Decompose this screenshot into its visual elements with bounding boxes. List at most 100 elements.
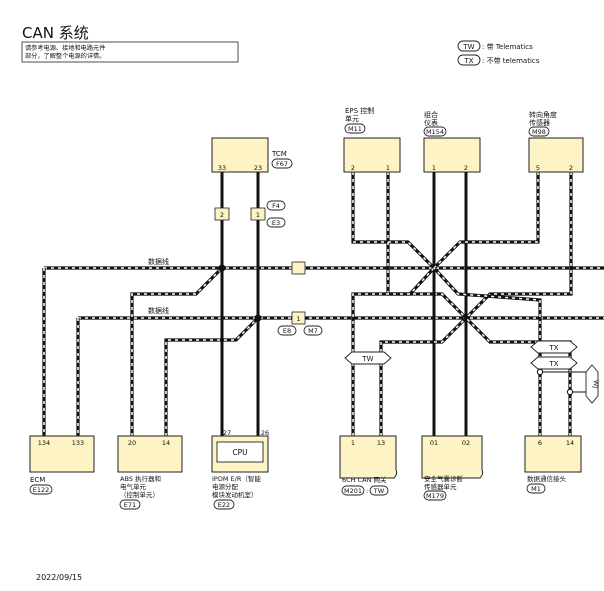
tcm-name: TCM bbox=[271, 150, 287, 158]
dlc-wire-6-stripe bbox=[433, 267, 541, 436]
steer-wire-2-stripe bbox=[465, 172, 572, 319]
ipdm-connector: E22 bbox=[218, 501, 230, 509]
airbag-name-1: 安全气囊诊断 bbox=[424, 474, 464, 483]
joint-connector-f4-right bbox=[250, 207, 266, 221]
legend-tx-text: : 不带 telematics bbox=[482, 57, 540, 65]
ecm-pin-133: 133 bbox=[72, 439, 84, 447]
module-abs: 20 14 ABS 执行器和 电气单元 （控制单元） E71 bbox=[117, 435, 183, 510]
bus-label-lower: 数据线 bbox=[148, 306, 169, 315]
eps-wire-1 bbox=[386, 172, 468, 320]
ecm-connector: E122 bbox=[33, 486, 50, 494]
callout-e3-pill bbox=[266, 217, 286, 228]
callout-f4: F4 bbox=[272, 202, 280, 210]
tag-wj: WJ bbox=[585, 364, 600, 404]
tag-tw: TW bbox=[344, 351, 392, 365]
ipdm-pin-26: 26 bbox=[261, 429, 269, 437]
note-box bbox=[21, 41, 239, 63]
bus-connector-lower-pin: 1 bbox=[296, 315, 300, 323]
legend-tx: TX : 不带 telematics bbox=[457, 54, 540, 66]
tag-tx-2-label: TX bbox=[548, 360, 558, 368]
tcm-connector: F67 bbox=[276, 160, 288, 168]
meter-pin-2: 2 bbox=[464, 164, 468, 172]
steer-name-1: 转向角度 bbox=[529, 110, 557, 119]
bus-label-upper: 数据线 bbox=[148, 257, 169, 266]
abs-wire-20-stripe bbox=[131, 267, 223, 436]
meter-name-2: 仪表 bbox=[424, 118, 438, 127]
meter-connector: M154 bbox=[426, 128, 444, 136]
steer-wire-5-stripe bbox=[433, 172, 539, 269]
eps-wire-2 bbox=[351, 172, 436, 270]
gw-wire-1-stripe bbox=[352, 267, 435, 436]
wj-branch bbox=[540, 371, 591, 393]
tag-tw-label: TW bbox=[361, 355, 373, 363]
note-line-2: 部分，了解整个电源的详情。 bbox=[25, 52, 105, 60]
module-tcm: 33 23 TCM F67 bbox=[211, 137, 293, 173]
module-airbag-sensor: 01 02 安全气囊诊断 传感器单元 M179 bbox=[421, 435, 484, 501]
ecm-name: ECM bbox=[30, 476, 45, 484]
abs-name-2: 电气单元 bbox=[120, 482, 147, 491]
airbag-name-2: 传感器单元 bbox=[424, 482, 457, 491]
legend-tw-tag: TW bbox=[462, 43, 474, 51]
ipdm-name-3: 模块发动机室） bbox=[212, 490, 258, 499]
abs-wire-20 bbox=[130, 266, 224, 436]
abs-name-1: ABS 执行器和 bbox=[120, 474, 161, 483]
ipdm-cpu-box bbox=[216, 441, 264, 463]
steer-pin-5: 5 bbox=[536, 164, 540, 172]
abs-connector: E71 bbox=[124, 501, 136, 509]
module-ipdm: 27 26 CPU IPDM E/R（智能 电源分配 模块发动机室） E22 bbox=[211, 429, 269, 510]
eps-pin-1: 1 bbox=[386, 164, 390, 172]
tcm-pin-23: 23 bbox=[254, 164, 262, 172]
airbag-connector: M179 bbox=[426, 492, 444, 500]
bus-connector-upper bbox=[291, 261, 306, 275]
joint-connector-f4-right-pin: 1 bbox=[256, 211, 260, 219]
module-can-gateway: 1 13 6CH CAN 网关 M201 : TW bbox=[339, 435, 398, 496]
dlc-pin-14: 14 bbox=[566, 439, 574, 447]
eps-connector: M11 bbox=[348, 125, 362, 133]
joint-connector-f4-left-pin: 2 bbox=[220, 211, 224, 219]
legend-tx-tag: TX bbox=[463, 57, 473, 65]
bus-connector-lower-callouts: E8 M7 bbox=[277, 325, 323, 336]
callout-e3: E3 bbox=[272, 219, 280, 227]
abs-wire-14-stripe bbox=[165, 317, 259, 436]
gw-wire-13-stripe bbox=[380, 317, 467, 436]
junction-dot-lower bbox=[254, 314, 262, 322]
legend-tw-text: : 带 Telematics bbox=[482, 43, 533, 51]
tag-tx-2: TX bbox=[530, 356, 578, 370]
module-steering-angle-sensor: 转向角度 传感器 M98 5 2 bbox=[528, 110, 584, 173]
steer-wire-5 bbox=[432, 172, 540, 270]
gw-wire-13 bbox=[379, 316, 468, 436]
dlc-wire-14 bbox=[464, 316, 572, 436]
dlc-pin-6: 6 bbox=[538, 439, 542, 447]
steer-connector: M98 bbox=[532, 128, 546, 136]
steer-name-2: 传感器 bbox=[529, 118, 550, 127]
gw-colon: : bbox=[366, 487, 368, 495]
gw-connector: M201 bbox=[344, 487, 362, 495]
meter-name-1: 组合 bbox=[424, 110, 438, 119]
joint-connector-f4-left bbox=[214, 207, 230, 221]
ecm-pin-134: 134 bbox=[38, 439, 50, 447]
eps-pin-2: 2 bbox=[351, 164, 355, 172]
eps-name-2: 单元 bbox=[345, 114, 359, 123]
legend-tw: TW : 带 Telematics bbox=[457, 40, 533, 52]
eps-wire-1-stripe bbox=[387, 172, 467, 319]
gw-pin-1: 1 bbox=[351, 439, 355, 447]
tag-tx-1: TX bbox=[530, 340, 578, 354]
wires bbox=[42, 172, 604, 436]
abs-pin-20: 20 bbox=[128, 439, 136, 447]
meter-pin-1: 1 bbox=[432, 164, 436, 172]
dlc-wire-14-stripe bbox=[465, 317, 571, 436]
bus-connector-lower bbox=[291, 311, 306, 325]
ipdm-cpu-label: CPU bbox=[232, 448, 247, 457]
junction-dot-dlc-14 bbox=[566, 388, 574, 396]
abs-name-3: （控制单元） bbox=[120, 490, 159, 499]
module-combination-meter: 组合 仪表 M154 1 2 bbox=[423, 110, 481, 173]
gw-tag: TW bbox=[373, 487, 385, 495]
tcm-pin-33: 33 bbox=[218, 164, 226, 172]
callout-f4-pill bbox=[266, 200, 286, 211]
dlc-connector: M1 bbox=[531, 485, 541, 493]
steer-pin-2: 2 bbox=[569, 164, 573, 172]
abs-wire-14 bbox=[164, 316, 260, 436]
footer-date: 2022/09/15 bbox=[36, 573, 82, 582]
module-eps: EPS 控制 单元 M11 2 1 bbox=[343, 106, 401, 173]
